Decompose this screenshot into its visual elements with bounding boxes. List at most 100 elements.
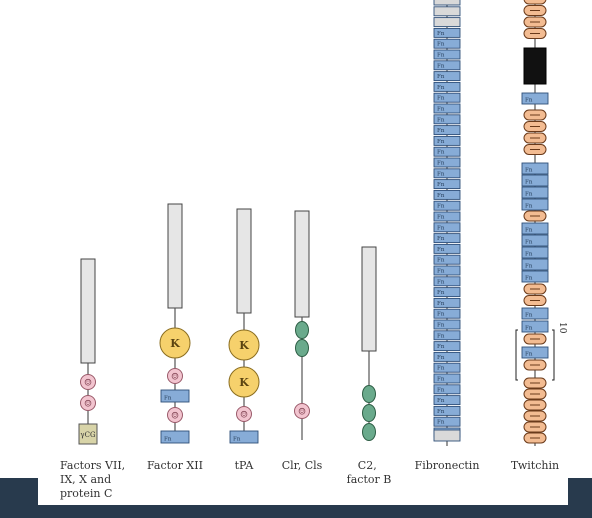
fibronectin-type-iii-domain — [521, 174, 549, 187]
fibronectin-type-iii-domain — [433, 38, 461, 49]
fibronectin-type-iii-domain — [521, 246, 549, 259]
domain-tag: Fn — [525, 192, 533, 198]
domain-tag: Fn — [437, 333, 445, 339]
fibronectin-type-iii-domain — [433, 351, 461, 362]
domain-tag: Fn — [437, 74, 445, 80]
domain-tag: Fn — [437, 31, 445, 37]
fibronectin-type-iii-domain — [521, 162, 549, 175]
fibronectin-type-iii-domain — [433, 308, 461, 319]
domain-tag: Fn — [437, 161, 445, 167]
domain-tag: Fn — [437, 312, 445, 318]
bracket-count-label: 10 — [557, 322, 567, 334]
bracket-right — [552, 329, 555, 381]
domain-tag: Fn — [437, 398, 445, 404]
egf-domain — [294, 403, 310, 419]
fibronectin-type-iii-domain — [433, 276, 461, 287]
domain-tag: Fn — [437, 139, 445, 145]
fibronectin-type-iii-domain — [433, 146, 461, 157]
domain-tag: Fn — [437, 409, 445, 415]
complement-control-domain — [295, 339, 309, 357]
domain-tag: Fn — [437, 182, 445, 188]
domain-tag: Fn — [525, 352, 533, 358]
fibronectin-type-iii-domain — [433, 297, 461, 308]
domain-tag: Fn — [437, 63, 445, 69]
complement-control-domain — [362, 385, 376, 403]
egf-symbol: ☺ — [84, 379, 92, 389]
fibronectin-type-iii-domain — [433, 60, 461, 71]
fibronectin-type-iii-domain — [433, 168, 461, 179]
fibronectin-type-iii-domain — [433, 395, 461, 406]
domain-tag: Fn — [525, 326, 533, 332]
fibronectin-type-iii-domain — [433, 179, 461, 190]
egf-symbol: ☺ — [298, 408, 306, 418]
fibronectin-type-iii-domain — [521, 270, 549, 283]
fibronectin-type-iii-domain — [433, 157, 461, 168]
fibronectin-type-iii-domain — [433, 362, 461, 373]
bracket-left — [515, 329, 518, 381]
domain-tag: Fn — [437, 53, 445, 59]
domain-tag: Fn — [525, 313, 533, 319]
domain-tag: Fn — [437, 96, 445, 102]
fibronectin-type-iii-domain — [229, 430, 259, 444]
egf-domain — [80, 395, 96, 411]
fibronectin-type-iii-domain — [433, 416, 461, 427]
domain-tag: Fn — [437, 344, 445, 350]
grey-fibronectin-domain — [433, 17, 461, 28]
fibronectin-type-iii-domain — [521, 234, 549, 247]
fibronectin-type-iii-domain — [521, 258, 549, 271]
fibronectin-type-iii-domain — [433, 341, 461, 352]
fibronectin-type-iii-domain — [521, 222, 549, 235]
fibronectin-type-iii-domain — [433, 319, 461, 330]
fibronectin-type-iii-domain — [433, 135, 461, 146]
domain-tag: Fn — [525, 240, 533, 246]
fibronectin-type-iii-domain — [433, 125, 461, 136]
domain-tag: Fn — [437, 204, 445, 210]
label-tpa: tPA — [235, 459, 255, 472]
domain-tag: Fn — [437, 117, 445, 123]
egf-symbol: ☺ — [171, 373, 179, 383]
domain-tag: Fn — [164, 396, 172, 402]
fibronectin-type-iii-domain — [433, 211, 461, 222]
fibronectin-column: FnFnFnFnFnFnFnFnFnFnFnFnFnFnFnFnFnFnFnFn… — [433, 0, 461, 446]
grey-domain — [294, 210, 310, 318]
gla-label: γCG — [80, 431, 96, 439]
kringle-label: K — [170, 337, 180, 350]
fibronectin-type-iii-domain — [433, 49, 461, 60]
domain-tag: Fn — [437, 193, 445, 199]
fibronectin-type-iii-domain — [433, 330, 461, 341]
domain-tag: Fn — [525, 168, 533, 174]
immunoglobulin-domain — [523, 0, 547, 5]
grey-fibronectin-domain — [433, 429, 461, 442]
grey-fibronectin-domain — [433, 6, 461, 17]
egf-domain — [236, 406, 252, 422]
gla-domain — [78, 423, 98, 445]
grey-domain — [361, 246, 377, 352]
domain-tag: Fn — [437, 355, 445, 361]
complement-control-domain — [362, 404, 376, 422]
white-page-tab — [38, 478, 568, 505]
domain-tag: Fn — [437, 301, 445, 307]
factor-xii-column: K☺Fn☺Fn — [159, 203, 191, 444]
fibronectin-type-iii-domain — [433, 92, 461, 103]
domain-tag: Fn — [437, 258, 445, 264]
domain-tag: Fn — [437, 269, 445, 275]
domain-tag: Fn — [437, 420, 445, 426]
domain-tag: Fn — [437, 387, 445, 393]
fibronectin-type-iii-domain — [433, 27, 461, 38]
egf-symbol: ☺ — [84, 400, 92, 410]
fibronectin-type-iii-domain — [433, 287, 461, 298]
domain-tag: Fn — [437, 215, 445, 221]
label-fibronectin: Fibronectin — [415, 459, 480, 472]
grey-domain — [236, 208, 252, 314]
fibronectin-type-iii-domain — [433, 103, 461, 114]
c2-factor-b-column — [361, 246, 377, 441]
domain-tag: Fn — [437, 323, 445, 329]
domain-tag: Fn — [437, 107, 445, 113]
domain-tag: Fn — [437, 290, 445, 296]
domain-tag: Fn — [437, 225, 445, 231]
label-clr-cls: Clr, Cls — [282, 459, 323, 472]
fibronectin-type-iii-domain — [521, 346, 549, 359]
